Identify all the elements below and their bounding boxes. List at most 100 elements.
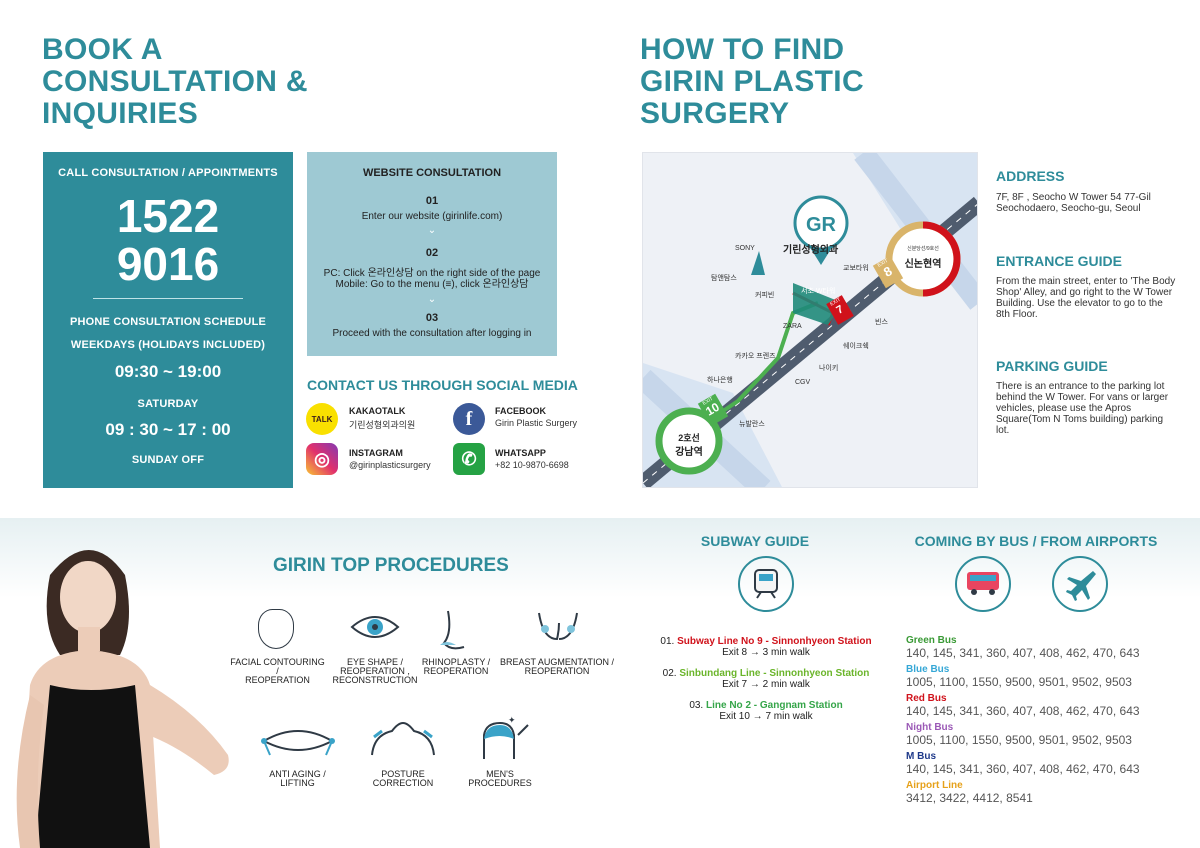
website-consultation-box: WEBSITE CONSULTATION 01 Enter our websit… [307, 152, 557, 356]
kakaotalk-link[interactable]: TALK KAKAOTALK 기린성형외과의원 [306, 403, 446, 437]
weekdays-label: WEEKDAYS (HOLIDAYS INCLUDED) [70, 339, 266, 351]
right-title: HOW TO FIND GIRIN PLASTIC SURGERY [640, 34, 960, 130]
bus-label: Red Bus [906, 693, 947, 704]
step-number: 03 [425, 312, 439, 324]
subway-line-2: 02. Sinbundang Line - Sinnonhyeon Statio… [660, 668, 872, 690]
procedure-rhinoplasty[interactable]: RHINOPLASTY /REOPERATION [416, 605, 496, 685]
subway-line-1: 01. Subway Line No 9 - Sinnonhyeon Stati… [660, 636, 872, 658]
procedure-breast-augmentation[interactable]: BREAST AUGMENTATION /REOPERATION [497, 605, 617, 685]
train-icon [738, 556, 794, 612]
station-top-line: 신분당선/9호선 [907, 246, 939, 252]
train-glyph [754, 569, 778, 599]
bus-label: Green Bus [906, 635, 957, 646]
social-name: WHATSAPP [495, 448, 546, 458]
call-consultation-box: CALL CONSULTATION / APPOINTMENTS 1522 90… [43, 152, 293, 488]
entrance-title: ENTRANCE GUIDE [996, 253, 1123, 269]
procedure-facial-contouring[interactable]: FACIAL CONTOURING /REOPERATION [230, 605, 325, 685]
sunday-off: SUNDAY OFF [131, 454, 205, 466]
procedure-label-line: EYE SHAPE / [346, 657, 404, 667]
social-title: CONTACT US THROUGH SOCIAL MEDIA [307, 377, 578, 393]
social-value: @girinplasticsurgery [349, 460, 431, 470]
phone-number-line1[interactable]: 1522 [116, 190, 220, 242]
right-title-line: HOW TO FIND [640, 33, 845, 66]
station-bottom-name: 강남역 [675, 447, 703, 458]
landmark: 커피빈 [755, 292, 775, 299]
procedure-label-line: ANTI AGING / [269, 769, 326, 779]
procedure-label-line: REOPERATION , [340, 666, 410, 676]
step-text: PC: Click 온라인상담 on the right side of the… [323, 268, 541, 279]
social-name: INSTAGRAM [349, 448, 403, 458]
procedure-label-line: RECONSTRUCTION [332, 675, 418, 685]
facebook-link[interactable]: f FACEBOOK Girin Plastic Surgery [453, 403, 593, 437]
procedure-label-line: PROCEDURES [468, 778, 532, 788]
right-title-line: GIRIN PLASTIC [640, 65, 864, 98]
phone-number-line2[interactable]: 9016 [116, 238, 220, 290]
procedure-label-line: MEN'S [486, 769, 514, 779]
subway-line-3: 03. Line No 2 - Gangnam Station Exit 10 … [660, 700, 872, 722]
landmark: 나이키 [819, 365, 839, 372]
instagram-link[interactable]: ◎ INSTAGRAM @girinplasticsurgery [306, 443, 446, 477]
subway-detail: Exit 7 → 2 min walk [722, 679, 810, 690]
lips-icon [261, 730, 335, 756]
subway-num: 02. [662, 668, 677, 679]
left-title-line: INQUIRIES [42, 97, 199, 130]
left-title-line: BOOK A [42, 33, 163, 66]
whatsapp-link[interactable]: ✆ WHATSAPP +82 10-9870-6698 [453, 443, 593, 477]
landmark: 탐앤탐스 [711, 275, 737, 282]
subway-name: Subway Line No 9 - Sinnonhyeon Station [677, 636, 872, 647]
procedure-anti-aging[interactable]: ANTI AGING /LIFTING [250, 715, 345, 795]
step-number: 02 [425, 247, 439, 259]
shoulder-icon [371, 721, 435, 756]
step-number: 01 [425, 195, 439, 207]
bus-label: Blue Bus [906, 664, 950, 675]
procedure-label: ANTI AGING /LIFTING [250, 770, 345, 788]
procedure-label-line: FACIAL CONTOURING / [230, 657, 325, 676]
procedure-label-line: REOPERATION [245, 675, 310, 685]
breast-icon [538, 612, 578, 641]
subway-name: Line No 2 - Gangnam Station [706, 700, 843, 711]
procedure-label: FACIAL CONTOURING /REOPERATION [230, 658, 325, 685]
procedure-label: RHINOPLASTY /REOPERATION [416, 658, 496, 676]
eye-icon [350, 616, 400, 638]
landmark: 쉐이크쉑 [843, 343, 869, 350]
instagram-icon: ◎ [306, 443, 338, 475]
landmark: 하나은행 [707, 377, 733, 384]
subway-detail: Exit 8 → 3 min walk [722, 647, 810, 658]
bus-value: 1005, 1100, 1550, 9500, 9501, 9502, 9503 [906, 675, 1132, 689]
airplane-icon [1052, 556, 1108, 612]
building-name: 서초 W타워 [801, 288, 836, 295]
clinic-name: 기린성형외과 [783, 245, 839, 256]
procedure-eye-shape[interactable]: EYE SHAPE /REOPERATION ,RECONSTRUCTION [330, 605, 420, 691]
bus-label: Night Bus [906, 722, 954, 733]
subway-title: SUBWAY GUIDE [700, 533, 810, 549]
bus-value: 3412, 3422, 4412, 8541 [906, 791, 1033, 805]
svg-text:GR: GR [806, 214, 837, 236]
parking-text: There is an entrance to the parking lot … [996, 381, 1169, 436]
bus-label: Airport Line [906, 780, 963, 791]
bus-label: M Bus [906, 751, 936, 762]
landmark: ZARA [783, 323, 802, 330]
call-label: CALL CONSULTATION / APPOINTMENTS [58, 167, 278, 179]
procedures-title: GIRIN TOP PROCEDURES [273, 555, 509, 576]
station-bottom-marker [655, 407, 723, 475]
bus-value: 140, 145, 341, 360, 407, 408, 462, 470, … [906, 704, 1140, 718]
procedure-label-line: REOPERATION [423, 666, 489, 676]
procedure-label-line: RHINOPLASTY / [421, 657, 491, 667]
bus-value: 140, 145, 341, 360, 407, 408, 462, 470, … [906, 646, 1140, 660]
left-title-line: CONSULTATION & [42, 65, 308, 98]
procedure-label-line: REOPERATION [524, 666, 590, 676]
weekdays-time: 09:30 ~ 19:00 [114, 362, 222, 381]
chevron-down-icon: ⌄ [427, 225, 437, 236]
subway-num: 01. [660, 636, 675, 647]
location-map[interactable]: GR 기린성형외과 서초 W타워 신분당선/9호선 신논현역 2호선 강남역 E… [642, 152, 978, 488]
men-icon: ✦ [483, 715, 529, 759]
entrance-text: From the main street, enter to 'The Body… [996, 276, 1176, 320]
step-text: Proceed with the consultation after logg… [332, 328, 532, 339]
step-text[interactable]: Enter our website (girinlife.com) [361, 211, 503, 222]
station-top-name: 신논현역 [904, 259, 942, 270]
